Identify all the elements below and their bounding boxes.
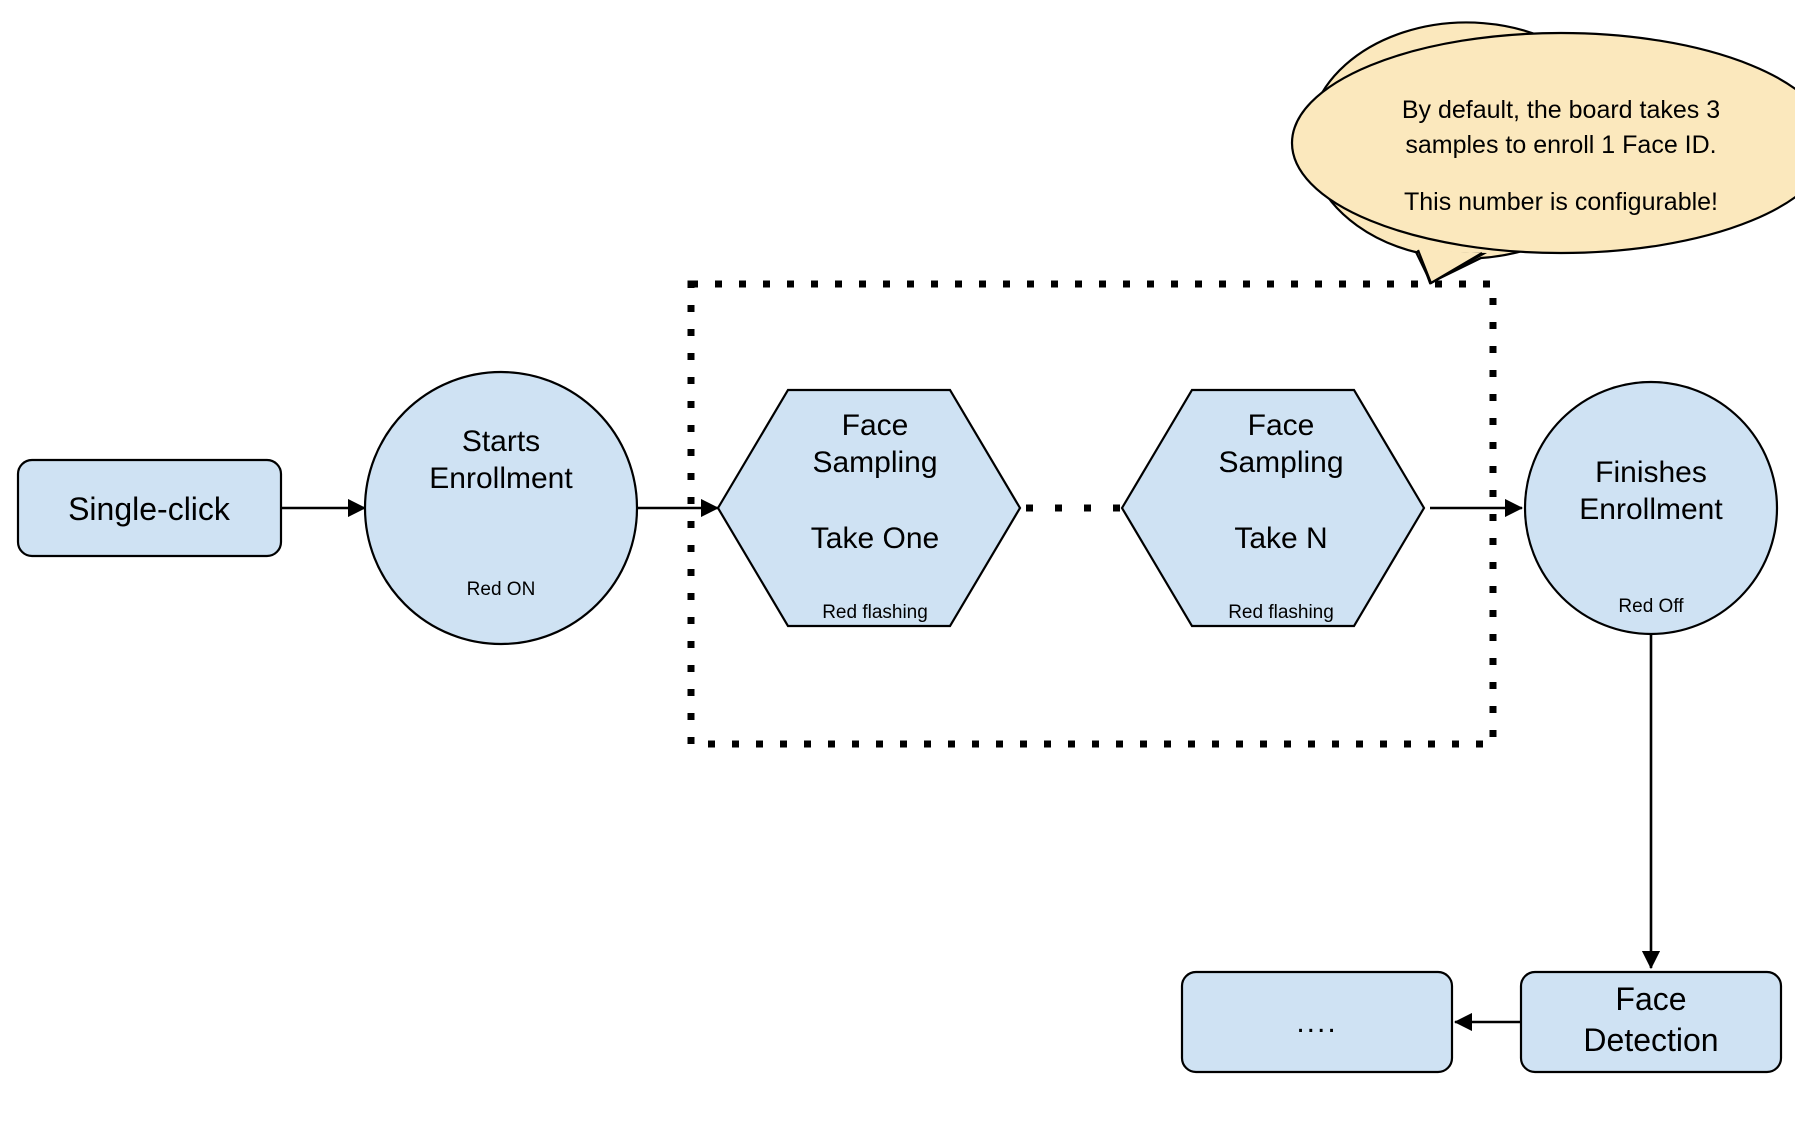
face-sampling-one-take-label: Take One: [811, 522, 939, 555]
node-starts-enrollment[interactable]: Starts Enrollment Red ON: [363, 370, 639, 646]
node-face-detection[interactable]: Face Detection: [1519, 970, 1783, 1074]
callout-pointer-outline: [1416, 249, 1483, 285]
face-sampling-one-label-line2: Sampling: [812, 446, 937, 479]
callout-line2: samples to enroll 1 Face ID.: [1405, 131, 1716, 159]
face-detection-label-line1: Face: [1615, 981, 1686, 1017]
callout-line1: By default, the board takes 3: [1402, 96, 1720, 124]
face-sampling-n-label-line2: Sampling: [1218, 446, 1343, 479]
callout-line3: This number is configurable!: [1404, 188, 1718, 216]
single-click-box[interactable]: [16, 458, 283, 558]
callout-note: By default, the board takes 3 samples to…: [1290, 21, 1795, 285]
finishes-enrollment-circle[interactable]: [1523, 380, 1779, 636]
face-sampling-one-label-line1: Face: [842, 409, 909, 442]
continuation-box[interactable]: [1180, 970, 1454, 1074]
node-continuation[interactable]: ....: [1180, 970, 1454, 1074]
starts-enrollment-status: Red ON: [467, 579, 536, 600]
finishes-enrollment-label-line1: Finishes: [1595, 456, 1707, 489]
face-sampling-n-take-label: Take N: [1234, 522, 1327, 555]
starts-enrollment-circle[interactable]: [363, 370, 639, 646]
node-face-sampling-n[interactable]: Face Sampling Take N Red flashing: [1120, 388, 1426, 628]
finishes-enrollment-status: Red Off: [1618, 596, 1684, 617]
face-detection-label-line2: Detection: [1583, 1022, 1718, 1058]
starts-enrollment-label-line2: Enrollment: [429, 462, 573, 495]
starts-enrollment-label-line1: Starts: [462, 425, 540, 458]
face-detection-box[interactable]: [1519, 970, 1783, 1074]
face-sampling-n-label-line1: Face: [1248, 409, 1315, 442]
sampling-loop-group: [687, 280, 1497, 748]
face-sampling-n-status: Red flashing: [1228, 602, 1334, 623]
face-sampling-n-hexagon[interactable]: [1120, 388, 1426, 628]
face-sampling-one-status: Red flashing: [822, 602, 928, 623]
face-sampling-one-hexagon[interactable]: [716, 388, 1022, 628]
finishes-enrollment-label-line2: Enrollment: [1579, 493, 1723, 526]
node-face-sampling-one[interactable]: Face Sampling Take One Red flashing: [716, 388, 1022, 628]
node-finishes-enrollment[interactable]: Finishes Enrollment Red Off: [1523, 380, 1779, 636]
single-click-label: Single-click: [68, 491, 231, 527]
node-single-click[interactable]: Single-click: [16, 458, 283, 558]
continuation-label: ....: [1296, 1006, 1337, 1039]
callout-bubble: [1290, 31, 1795, 255]
